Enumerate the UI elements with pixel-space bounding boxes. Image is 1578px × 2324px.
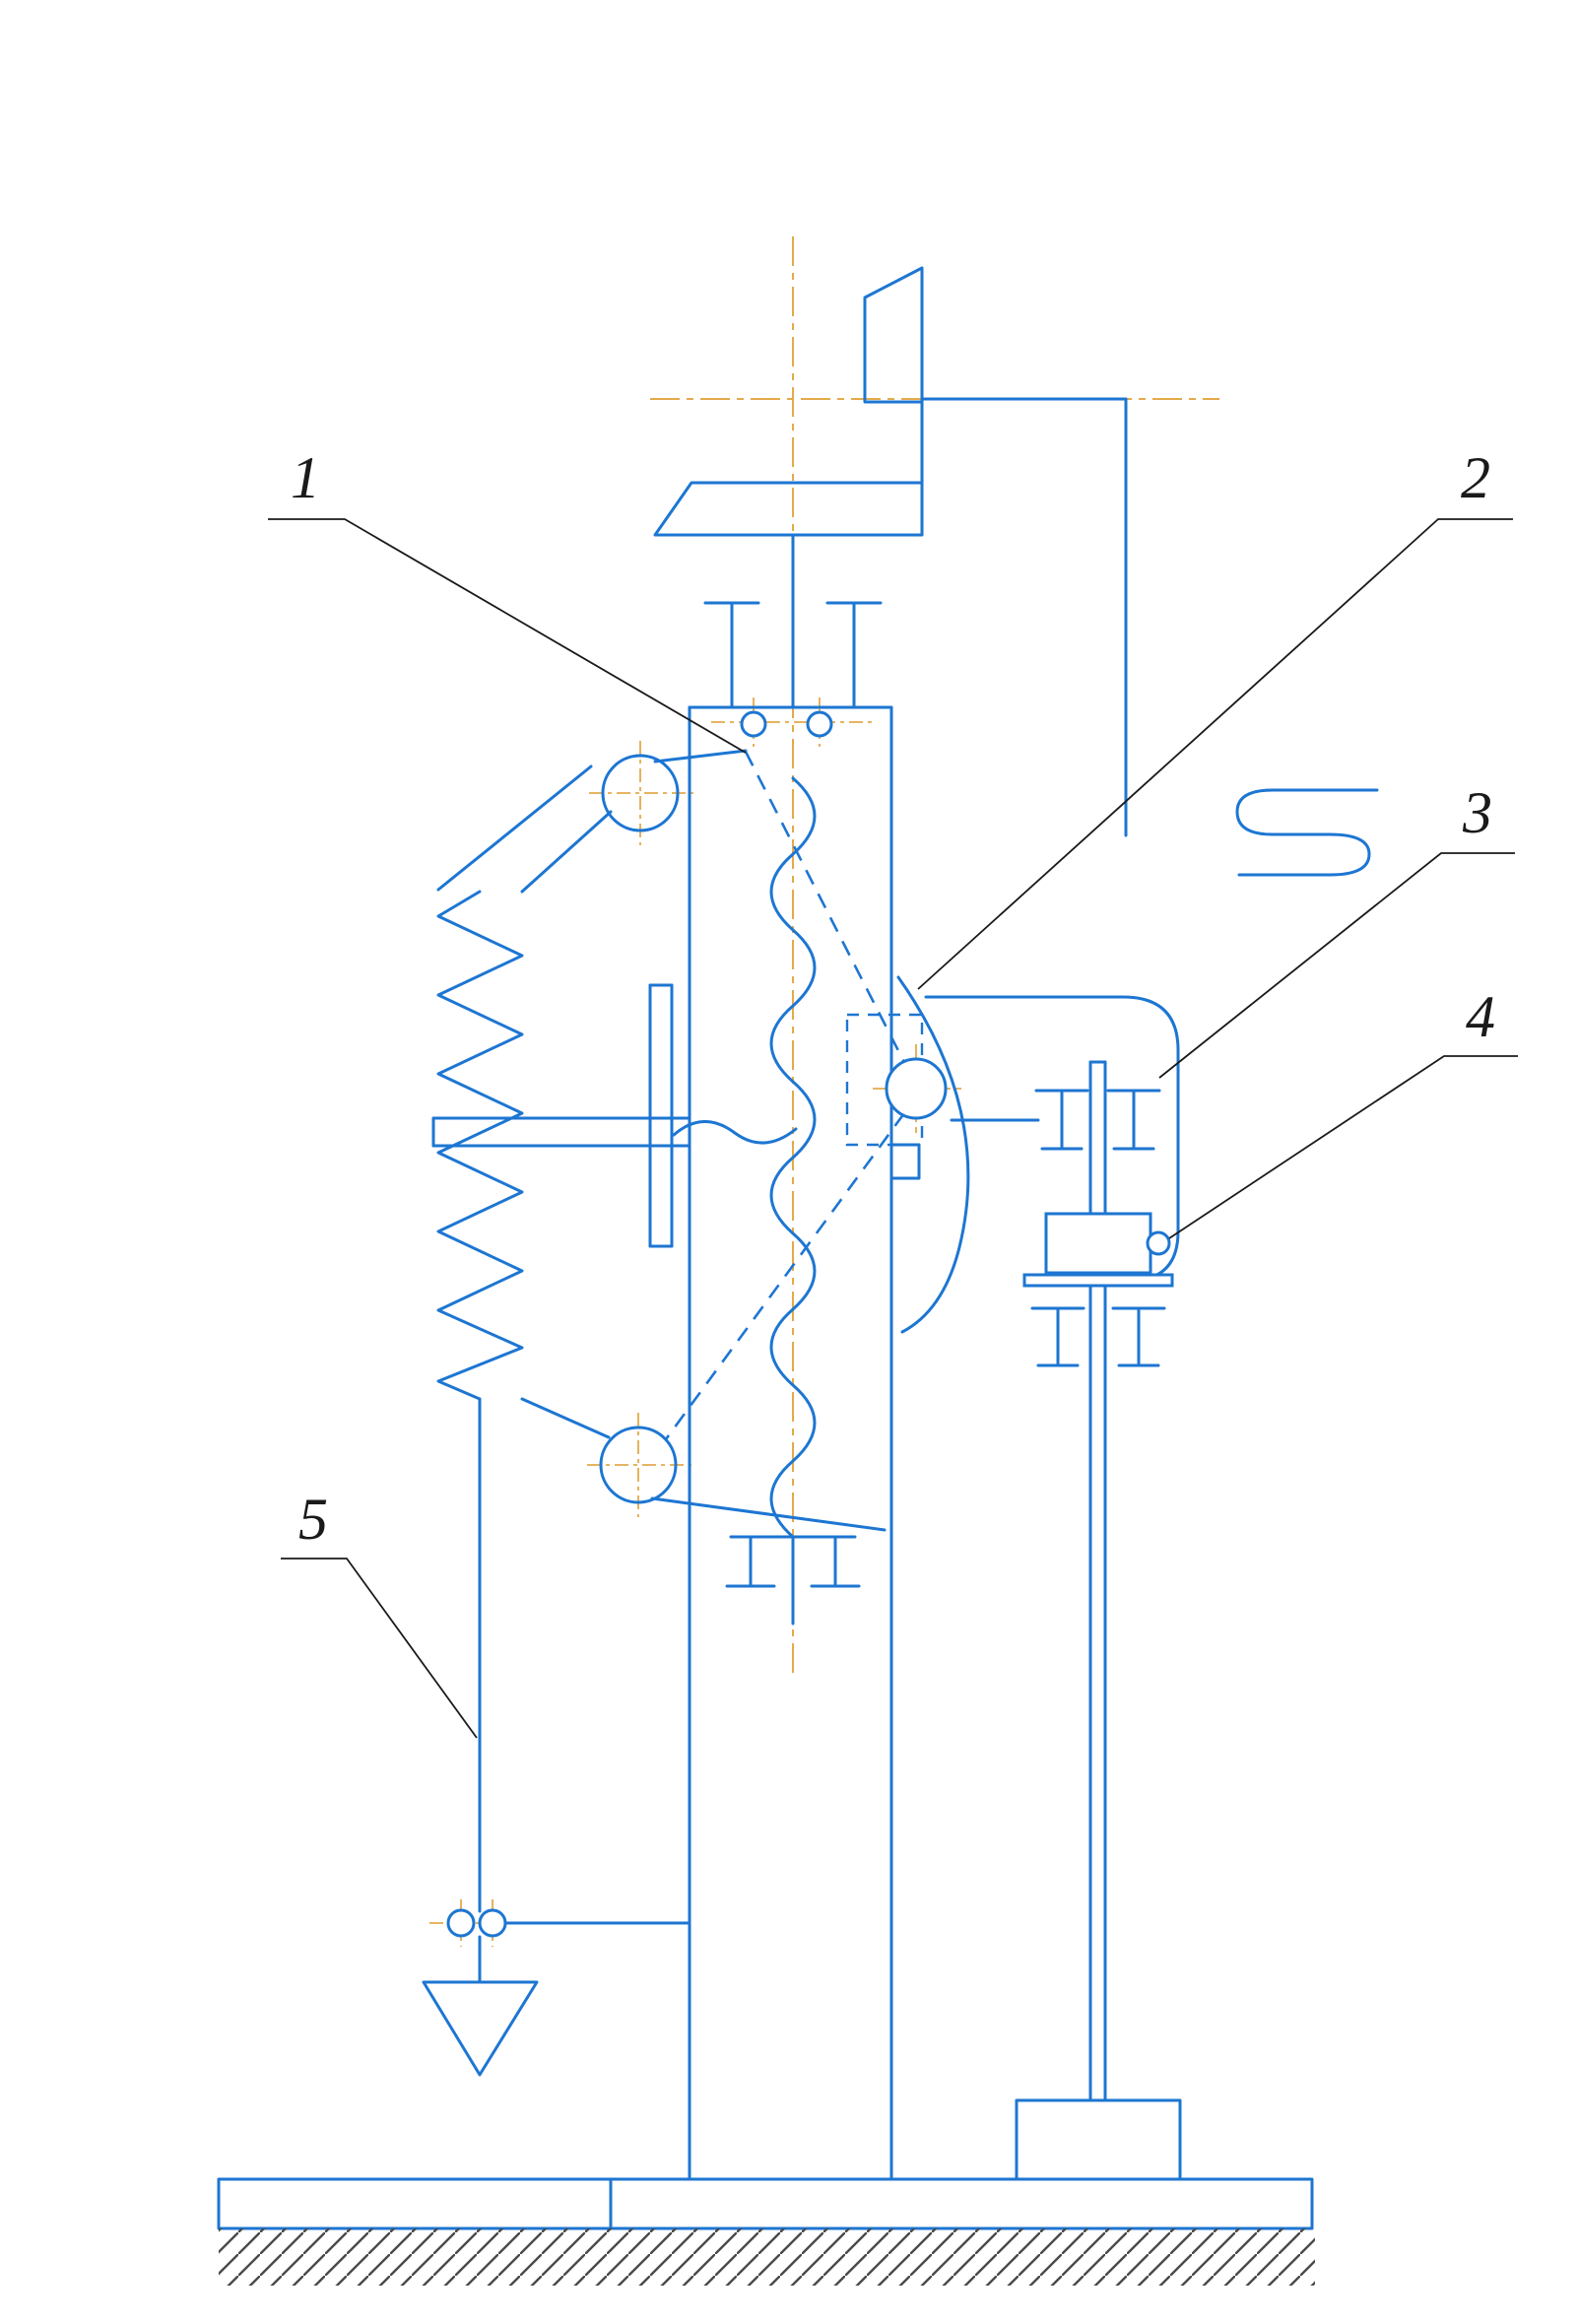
roller-seat bbox=[889, 1143, 921, 1180]
spring-assembly bbox=[436, 890, 611, 1913]
cross-bracket bbox=[431, 983, 691, 1248]
shaft-block bbox=[1044, 1212, 1152, 1275]
cam-roller-assembly bbox=[845, 975, 970, 1334]
part-number-4: 4 bbox=[1466, 984, 1495, 1049]
yoke-line-inner bbox=[520, 810, 613, 894]
drive-shaft-assembly bbox=[1015, 1060, 1182, 2181]
guide-roller-right bbox=[806, 710, 833, 738]
lower-pulley bbox=[599, 1426, 678, 1504]
rope-path bbox=[664, 751, 912, 1440]
block-flange bbox=[1022, 1273, 1174, 1288]
column-foot-bearing bbox=[725, 1535, 861, 1626]
main-column bbox=[688, 705, 893, 2181]
part-number-5: 5 bbox=[298, 1487, 328, 1552]
flexible-shaft bbox=[672, 776, 817, 1539]
propeller-blade-lower bbox=[653, 481, 924, 537]
upper-pulley bbox=[601, 754, 680, 832]
hook-clip bbox=[1235, 788, 1379, 877]
upper-pulley-assembly bbox=[436, 749, 748, 894]
tension-assembly bbox=[422, 1908, 691, 2077]
base bbox=[217, 2177, 1315, 2286]
guide-bracket bbox=[703, 601, 883, 738]
label-3: 3 bbox=[1158, 780, 1515, 1079]
break-squiggle bbox=[672, 1120, 798, 1145]
wave-shaft bbox=[769, 776, 817, 1539]
plumb-weight bbox=[422, 1980, 539, 2077]
leader-line-2 bbox=[917, 518, 1513, 990]
propeller-blade-upper bbox=[863, 266, 924, 404]
rope-to-lower-pulley bbox=[520, 1397, 611, 1439]
upper-bearing bbox=[1034, 1089, 1161, 1151]
tension-spring bbox=[436, 890, 524, 1401]
lower-pulley-assembly bbox=[599, 1426, 887, 1532]
leader-line-4 bbox=[1168, 1055, 1518, 1239]
leader-line-5 bbox=[281, 1558, 478, 1739]
rope-dashed-lower bbox=[664, 1112, 906, 1440]
tension-pulley-right bbox=[478, 1908, 507, 1938]
base-plate bbox=[217, 2177, 1314, 2230]
rope-to-foot bbox=[650, 1496, 887, 1532]
rope-to-column bbox=[653, 749, 748, 764]
label-5: 5 bbox=[281, 1487, 478, 1739]
guide-roller-left bbox=[740, 710, 767, 738]
part-number-2: 2 bbox=[1461, 445, 1490, 510]
part-labels: 1 2 3 4 5 bbox=[268, 445, 1518, 1739]
label-4: 4 bbox=[1168, 984, 1518, 1239]
lower-bearing bbox=[1030, 1306, 1166, 1367]
propeller-assembly bbox=[653, 266, 1379, 877]
label-1: 1 bbox=[268, 445, 747, 754]
cam-roller bbox=[885, 1057, 948, 1120]
leader-line-1 bbox=[268, 518, 747, 754]
shaft-pedestal bbox=[1015, 2098, 1182, 2181]
tension-pulley-left bbox=[446, 1908, 476, 1938]
yoke-line-outer bbox=[436, 764, 593, 892]
adjuster-knob bbox=[1146, 1230, 1171, 1256]
label-2: 2 bbox=[917, 445, 1513, 990]
part-number-3: 3 bbox=[1462, 780, 1492, 845]
ground-hatch bbox=[219, 2228, 1315, 2286]
centerlines bbox=[429, 236, 1219, 1947]
part-number-1: 1 bbox=[291, 445, 320, 510]
rope-dashed-upper bbox=[744, 751, 912, 1075]
leader-line-3 bbox=[1158, 852, 1515, 1079]
cam-lever-curve bbox=[896, 975, 970, 1334]
